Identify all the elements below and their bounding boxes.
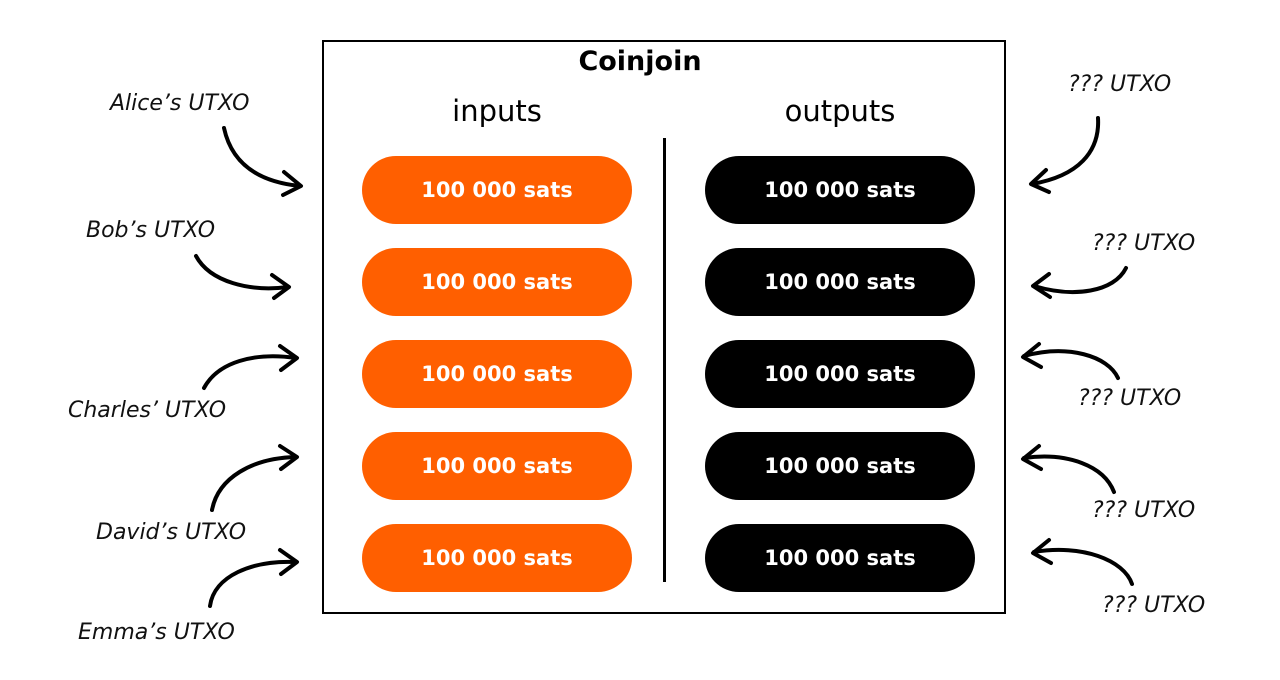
input-arrow-icon-2 xyxy=(194,254,291,300)
output-pill-3: 100 000 sats xyxy=(705,340,975,408)
input-pill-1: 100 000 sats xyxy=(362,156,632,224)
input-pill-2: 100 000 sats xyxy=(362,248,632,316)
input-pill-3: 100 000 sats xyxy=(362,340,632,408)
diagram-title: Coinjoin xyxy=(578,46,702,77)
output-pill-2: 100 000 sats xyxy=(705,248,975,316)
output-arrow-icon-5 xyxy=(1031,538,1134,586)
inputs-heading: inputs xyxy=(452,94,542,128)
input-owner-label-4: David’s UTXO xyxy=(96,520,247,545)
output-arrow-icon-3 xyxy=(1021,342,1120,380)
output-arrow-icon-1 xyxy=(1029,116,1101,194)
output-pill-5: 100 000 sats xyxy=(705,524,975,592)
input-owner-label-2: Bob’s UTXO xyxy=(86,218,216,243)
output-arrow-icon-4 xyxy=(1021,444,1116,494)
outputs-heading: outputs xyxy=(784,94,896,128)
column-divider xyxy=(663,138,666,582)
output-owner-label-1: ??? UTXO xyxy=(1068,72,1172,97)
input-arrow-icon-3 xyxy=(202,344,299,390)
input-owner-label-5: Emma’s UTXO xyxy=(78,620,235,645)
input-owner-label-3: Charles’ UTXO xyxy=(68,398,227,423)
output-pill-4: 100 000 sats xyxy=(705,432,975,500)
output-owner-label-2: ??? UTXO xyxy=(1092,231,1196,256)
output-owner-label-4: ??? UTXO xyxy=(1092,498,1196,523)
input-pill-4: 100 000 sats xyxy=(362,432,632,500)
input-owner-label-1: Alice’s UTXO xyxy=(110,91,250,116)
input-arrow-icon-1 xyxy=(222,126,303,197)
output-pill-1: 100 000 sats xyxy=(705,156,975,224)
input-pill-5: 100 000 sats xyxy=(362,524,632,592)
input-arrow-icon-5 xyxy=(208,548,299,608)
output-owner-label-3: ??? UTXO xyxy=(1078,386,1182,411)
input-arrow-icon-4 xyxy=(210,444,299,512)
coinjoin-box xyxy=(322,40,1006,614)
output-arrow-icon-2 xyxy=(1031,266,1128,299)
output-owner-label-5: ??? UTXO xyxy=(1102,593,1206,618)
